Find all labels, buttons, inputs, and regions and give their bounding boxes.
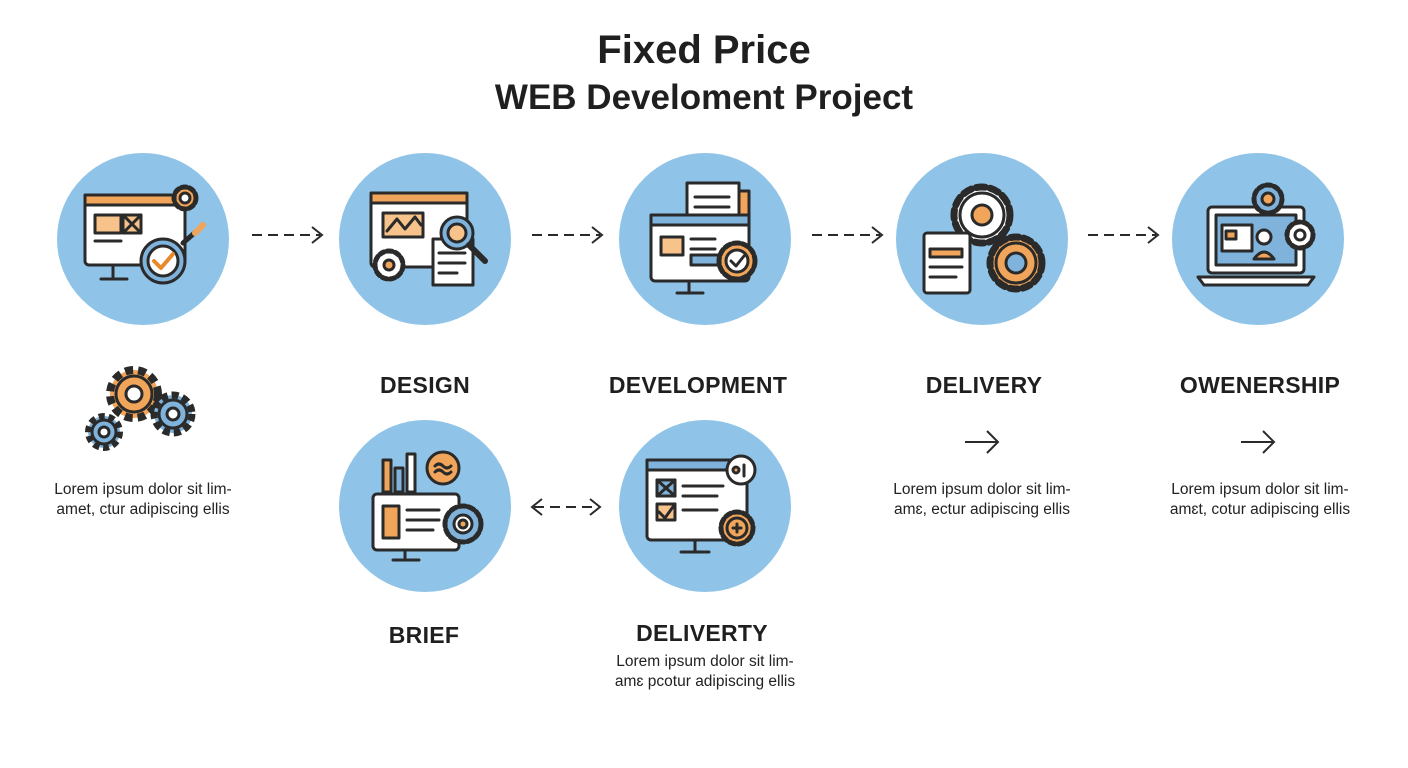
step-delivery-label: DELIVERY — [925, 372, 1043, 398]
step-3-circle — [619, 153, 791, 325]
deliverty-monitor-icon — [645, 454, 757, 554]
step-ownership-label: OWENERSHIP — [1179, 372, 1341, 398]
arrow-brief-deliverty — [528, 496, 604, 518]
brief-charts-icon — [371, 450, 484, 562]
arrow-right-icon — [812, 226, 884, 244]
deliverty-circle — [619, 420, 791, 592]
arrow-1-2 — [250, 224, 326, 246]
arrow-right-icon — [965, 430, 1000, 454]
arrow-right-icon — [530, 498, 602, 516]
step-4-circle — [896, 153, 1068, 325]
arrow-right-icon — [1241, 430, 1276, 454]
gears-icon — [85, 366, 196, 451]
first-step-desc: Lorem ipsum dolor sit lim- amet, ctur ad… — [54, 481, 232, 518]
ownership-laptop-icon — [1196, 182, 1316, 287]
delivery-desc: Lorem ipsum dolor sit lim- amɛ, ectur ad… — [893, 481, 1071, 518]
ownership-arrow — [1239, 428, 1279, 456]
monitor-check-gear-icon — [83, 184, 206, 285]
step-deliverty-label: DELIVERTY — [636, 620, 768, 646]
delivery-gears-icon — [922, 183, 1046, 295]
step-1-circle — [57, 153, 229, 325]
arrow-4-5 — [1086, 224, 1162, 246]
arrow-right-icon — [252, 226, 324, 244]
step-brief-label: BRIEF — [388, 622, 460, 648]
brief-circle — [339, 420, 511, 592]
page-title: Fixed Price — [597, 28, 811, 72]
arrow-right-icon — [532, 226, 604, 244]
ownership-desc: Lorem ipsum dolor sit lim- amɛt, cotur a… — [1169, 481, 1351, 518]
deliverty-desc: Lorem ipsum dolor sit lim- amɛ pcotur ad… — [614, 653, 796, 690]
design-magnifier-icon — [369, 191, 488, 287]
step-5-circle — [1172, 153, 1344, 325]
step-2-circle — [339, 153, 511, 325]
arrow-2-3 — [530, 224, 606, 246]
step-design-label: DESIGN — [380, 372, 470, 398]
arrow-right-icon — [1088, 226, 1160, 244]
delivery-arrow — [963, 428, 1003, 456]
arrow-3-4 — [810, 224, 886, 246]
page-subtitle: WEB Develoment Project — [494, 78, 914, 117]
step-development-label: DEVELOPMENT — [608, 372, 788, 398]
development-docs-icon — [649, 181, 758, 295]
